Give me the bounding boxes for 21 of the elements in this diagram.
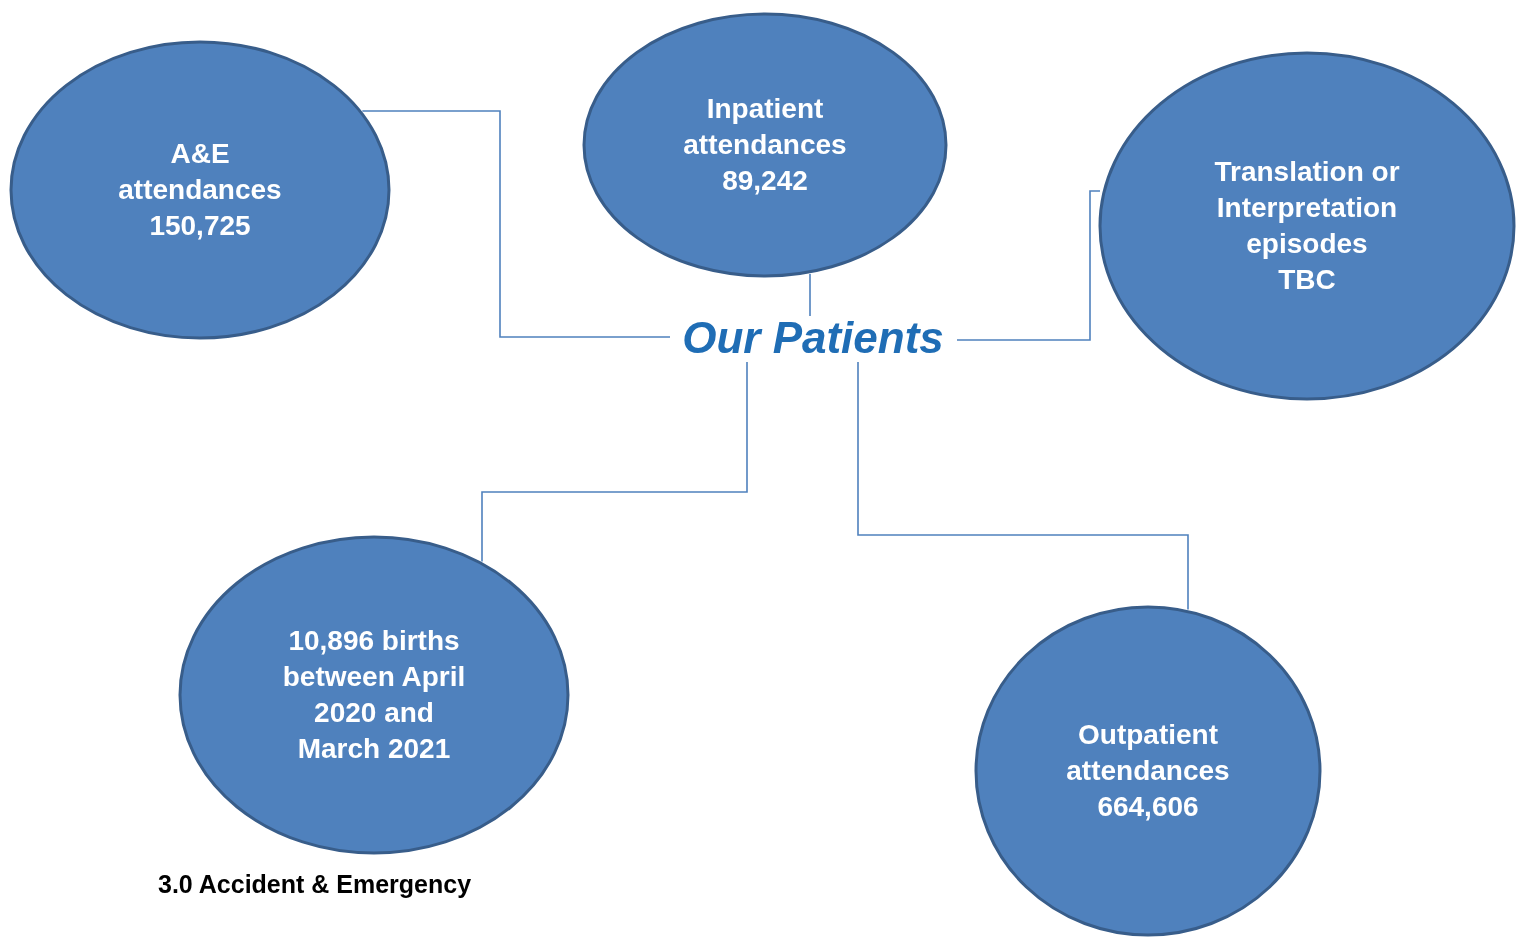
stat-value: TBC (1277, 263, 1337, 297)
stat-value: 89,242 (721, 164, 809, 198)
center-title: Our Patients (682, 313, 944, 363)
stat-label: A&E attendances (117, 137, 283, 207)
stat-ellipse (582, 12, 948, 278)
stat-ellipse (9, 40, 391, 340)
connector-line (481, 361, 748, 563)
connector-line (809, 273, 811, 317)
stat-ellipse (1098, 51, 1516, 401)
connector-line (857, 361, 1189, 611)
stat-ellipse (974, 605, 1322, 937)
stat-value: 664,606 (1096, 790, 1200, 824)
stat-ellipse (178, 535, 570, 855)
stat-label: Translation or Interpretation episodes (1213, 155, 1401, 261)
stat-label: Outpatient attendances (1065, 718, 1231, 788)
section-heading: 3.0 Accident & Emergency (158, 870, 472, 899)
stat-label: Inpatient attendances (682, 92, 848, 162)
connector-line (361, 110, 671, 338)
stat-value: 150,725 (148, 209, 252, 243)
connector-line (956, 190, 1101, 341)
stat-label: 10,896 births between April 2020 and March 2021 (281, 624, 467, 766)
